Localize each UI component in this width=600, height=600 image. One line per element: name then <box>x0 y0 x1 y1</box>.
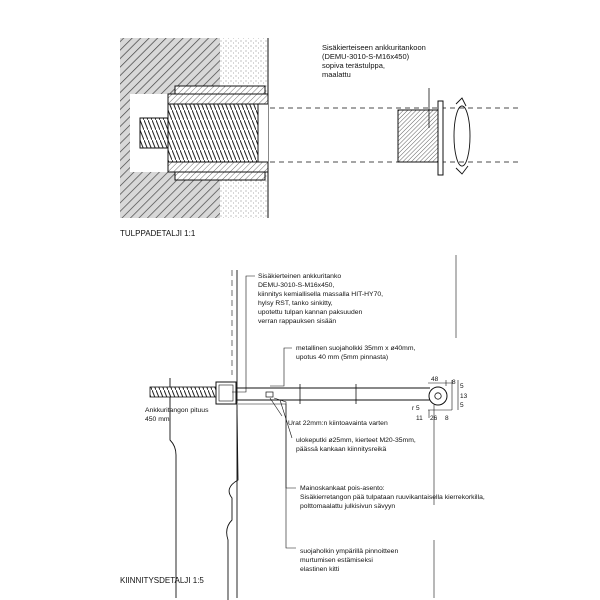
sleeve-note-line: metallinen suojaholkki 35mm x ø40mm, <box>296 345 415 352</box>
plug-note-line: sopiva terästulppa, <box>322 61 385 70</box>
dim-11: 11 <box>416 415 423 422</box>
anchor-note: Sisäkierteinen ankkuritanko DEMU-3010-S-… <box>258 273 385 325</box>
anchor-note-line: kiinnitys kemiallisella massalla HIT-HY7… <box>258 291 383 298</box>
sleeve-note-line: upotus 40 mm (5mm pinnasta) <box>296 354 388 361</box>
plug-note-line: Sisäkierteiseen ankkuritankoon <box>322 43 426 52</box>
sleeve-flange <box>174 85 266 95</box>
anchor-note-line: DEMU-3010-S-M16x450, <box>258 282 334 289</box>
removed-position-note: Mainoskankaat pois-asento: Sisäkierretan… <box>300 485 487 510</box>
dim-48: 48 <box>431 376 439 383</box>
sleeve-upper-wall <box>167 93 269 105</box>
anchor-note-line: upotettu tulpan kannan paksuuden <box>258 309 363 316</box>
protective-sleeve <box>215 381 237 405</box>
plug-note: Sisäkierteiseen ankkuritankoon (DEMU-301… <box>322 43 428 79</box>
wrench-groove <box>265 391 274 398</box>
note-leaders <box>232 255 457 598</box>
sleeve-lower-wall <box>167 161 269 173</box>
anchor-note-line: verran rappauksen sisään <box>258 318 336 325</box>
coating-note: suojaholkin ympärillä pinnoitteen murtum… <box>300 548 400 573</box>
dim-13: 13 <box>460 393 468 400</box>
top-detail-title: TULPPADETALJI 1:1 <box>120 229 196 238</box>
grooves-note: Urat 22mm:n kiintoavainta varten <box>288 420 388 427</box>
coating-note-line: elastinen kitti <box>300 566 340 573</box>
coating-note-line: murtumisen estämiseksi <box>300 557 373 564</box>
threaded-rod <box>167 103 259 163</box>
facade-profile <box>169 378 239 600</box>
top-detail: Sisäkierteiseen ankkuritankoon (DEMU-301… <box>120 38 520 238</box>
bottom-detail-title: KIINNITYSDETALJI 1:5 <box>120 576 204 585</box>
dim-8-lower: 8 <box>445 415 449 422</box>
pipe-note-line: päässä kankaan kiinnitysreikä <box>296 446 387 453</box>
sleeve-flange-bottom <box>174 171 266 181</box>
pipe-note: ulokeputki ø25mm, kierteet M20-35mm, pää… <box>296 437 418 453</box>
dim-5-lower: 5 <box>460 402 464 409</box>
dim-8: 8 <box>452 379 456 386</box>
pipe-note-line: ulokeputki ø25mm, kierteet M20-35mm, <box>296 437 416 444</box>
removed-note-line: Mainoskankaat pois-asento: <box>300 485 385 492</box>
bottom-detail: 48 8 5 13 5 r 5 11 26 8 Sisäkierteinen a… <box>120 255 487 600</box>
anchor-length-line: 450 mm <box>145 416 170 423</box>
plug-head <box>437 100 444 176</box>
removed-note-line: polttomaalattu julkisivun sävyyn <box>300 503 395 510</box>
dimension-lines <box>428 380 459 418</box>
anchor-note-line: Sisäkierteinen ankkuritanko <box>258 273 341 280</box>
rod-tip <box>139 117 169 149</box>
sleeve-note: metallinen suojaholkki 35mm x ø40mm, upo… <box>296 345 417 361</box>
plug-note-line: (DEMU-3010-S-M16x450) <box>322 52 410 61</box>
anchor-rod <box>149 386 217 398</box>
plug-note-line: maalattu <box>322 70 351 79</box>
plug-body <box>397 109 439 163</box>
anchor-length-line: Ankkuritangon pituus <box>145 407 209 414</box>
dim-r5: r 5 <box>412 405 420 412</box>
anchor-note-line: hylsy RST, tanko sinkitty, <box>258 300 333 307</box>
removed-note-line: Sisäkierretangon pää tulpataan ruuvikant… <box>300 494 485 501</box>
dim-5: 5 <box>460 383 464 390</box>
coating-note-line: suojaholkin ympärillä pinnoitteen <box>300 548 398 555</box>
anchor-length-note: Ankkuritangon pituus 450 mm <box>145 407 210 423</box>
rotation-arrow <box>453 105 471 167</box>
